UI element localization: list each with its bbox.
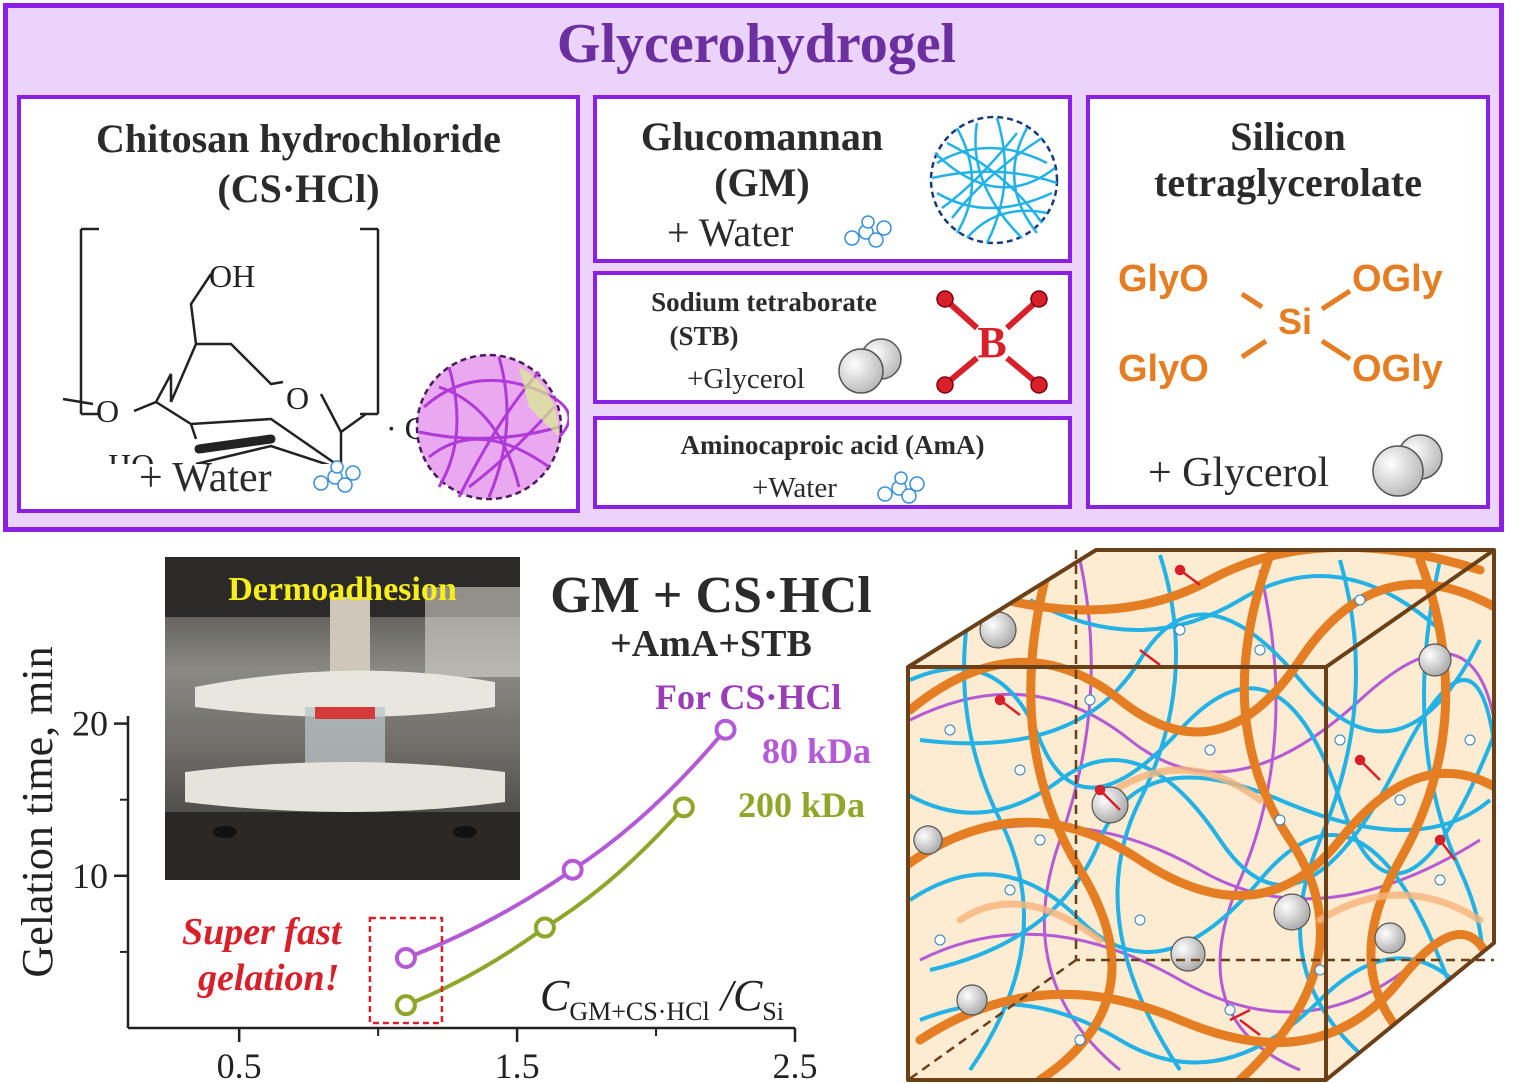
- oh-top-label: OH: [209, 258, 255, 294]
- glycerol-droplets-icon: [838, 338, 902, 394]
- y-axis-label: Gelation time, min: [13, 646, 62, 977]
- ama-name: Aminocaproic acid (AmA): [680, 430, 985, 460]
- chitosan-network-ball-icon: [415, 353, 569, 501]
- series-line-0: [405, 728, 728, 960]
- x-tick-label: 1.5: [495, 1046, 540, 1083]
- glucomannan-network-ball-icon: [929, 115, 1059, 245]
- hydrogel-network-cube: [906, 548, 1496, 1082]
- x-tick-label: 2.5: [773, 1046, 818, 1083]
- ligand-top-left: GlyO: [1118, 258, 1209, 300]
- legend-series-200kda: 200 kDa: [738, 785, 866, 825]
- data-point: [672, 796, 695, 819]
- stb-name: Sodium tetraborate: [651, 287, 877, 317]
- silicon-solvent: + Glycerol: [1148, 450, 1330, 496]
- silicon-name-line2: tetraglycerolate: [1154, 160, 1422, 205]
- ring-front-bond: [194, 434, 276, 454]
- water-bubbles-icon: [877, 471, 925, 504]
- nh3-label: NH3+: [259, 462, 317, 464]
- chitosan-solvent: + Water: [139, 455, 272, 501]
- silicon-box: Silicon tetraglycerolate Si GlyO OGly Gl…: [1086, 95, 1490, 509]
- silicon-name-line1: Silicon: [1230, 114, 1346, 159]
- dermoadhesion-label: Dermoadhesion: [228, 571, 457, 608]
- chitosan-name: Chitosan hydrochloride: [96, 116, 501, 161]
- stb-box: Sodium tetraborate (STB) +Glycerol B: [593, 271, 1072, 404]
- ho-label: HO: [108, 447, 154, 464]
- glycerol-droplets-icon: [1372, 434, 1443, 497]
- annotation-line1: Super fast: [182, 911, 342, 953]
- stb-abbr: (STB): [669, 321, 739, 351]
- right-bracket: [360, 227, 380, 416]
- o-left-label: O: [96, 393, 119, 429]
- ama-solvent: +Water: [752, 472, 837, 504]
- page-title: Glycerohydrogel: [556, 13, 957, 75]
- adhesion-test-illustration: [165, 557, 520, 880]
- data-point: [394, 994, 417, 1017]
- legend-title: For CS·HCl: [655, 677, 842, 717]
- y-tick-label: 10: [72, 856, 108, 896]
- system-subtitle: +AmA+STB: [610, 623, 812, 665]
- water-bubbles-icon: [313, 460, 361, 493]
- stb-solvent: +Glycerol: [687, 363, 805, 395]
- glucomannan-name: Glucomannan: [640, 114, 884, 159]
- left-bracket: [79, 227, 99, 416]
- glucomannan-box: Glucomannan (GM) + Water: [593, 95, 1072, 263]
- borate-crosslinker-icon: B: [936, 290, 1048, 394]
- x-axis-label: CGM+CS·HCl /CSi: [540, 971, 784, 1026]
- system-title: GM + CS·HCl: [550, 567, 872, 624]
- annotation-line2: gelation!: [198, 957, 340, 999]
- water-bubbles-icon: [844, 215, 892, 248]
- data-point: [533, 916, 556, 939]
- silicon-structure: Si GlyO OGly GlyO OGly: [1118, 258, 1443, 390]
- ligand-bottom-right: OGly: [1352, 348, 1443, 390]
- data-point: [714, 718, 737, 741]
- ama-box: Aminocaproic acid (AmA) +Water: [593, 416, 1072, 509]
- ligand-bottom-left: GlyO: [1118, 348, 1209, 390]
- super-fast-highlight-box: [368, 916, 444, 1025]
- gelation-chart: 0.5 1.5 2.5 20 10 Gelation time, min CGM+CS·…: [13, 646, 818, 1083]
- ligand-top-right: OGly: [1352, 258, 1443, 300]
- glucomannan-abbr: (GM): [714, 160, 810, 205]
- si-atom-label: Si: [1278, 301, 1312, 342]
- chitosan-box: Chitosan hydrochloride (CS·HCl) OH O O H…: [17, 95, 580, 513]
- dermoadhesion-photo: Dermoadhesion: [165, 557, 520, 880]
- chitosan-abbr: (CS·HCl): [217, 166, 380, 211]
- glucomannan-solvent: + Water: [667, 210, 794, 255]
- boron-atom-label: B: [977, 318, 1006, 367]
- ring-oxygen-label: O: [286, 380, 309, 416]
- legend-series-80kda: 80 kDa: [762, 731, 872, 771]
- data-point: [394, 946, 417, 969]
- x-tick-label: 0.5: [217, 1046, 262, 1083]
- data-point: [561, 858, 584, 881]
- y-tick-label: 20: [72, 704, 108, 744]
